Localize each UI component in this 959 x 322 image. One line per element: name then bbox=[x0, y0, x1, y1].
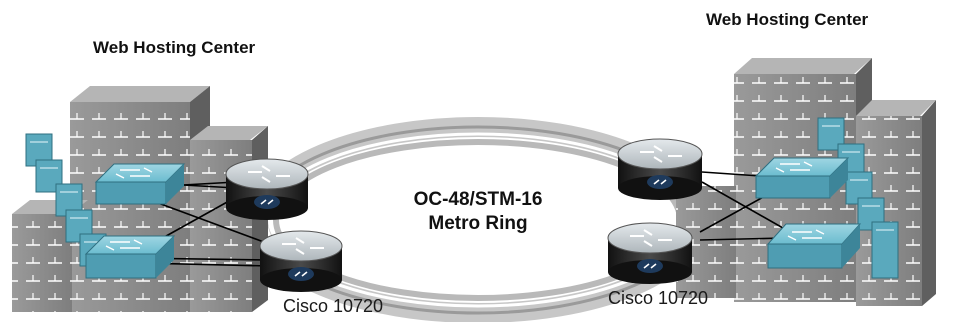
ring-label-line1: OC-48/STM-16 bbox=[413, 189, 543, 210]
left-site bbox=[12, 86, 343, 312]
building-icon bbox=[12, 200, 88, 312]
left-router-label: Cisco 10720 bbox=[283, 296, 384, 316]
right-site bbox=[607, 58, 936, 306]
right-router-label: Cisco 10720 bbox=[608, 288, 709, 308]
router-icon bbox=[607, 222, 693, 284]
right-site-title: Web Hosting Center bbox=[706, 10, 869, 29]
switch-icon bbox=[754, 157, 850, 199]
router-icon bbox=[225, 158, 309, 220]
router-icon bbox=[617, 138, 703, 200]
switch-icon bbox=[766, 223, 862, 269]
switch-icon bbox=[94, 163, 186, 205]
ring-label: OC-48/STM-16 Metro Ring bbox=[412, 188, 544, 236]
server-icon bbox=[871, 221, 899, 279]
ring-label-line2: Metro Ring bbox=[428, 213, 528, 234]
router-icon bbox=[259, 230, 343, 292]
switch-icon bbox=[84, 235, 176, 279]
left-site-title: Web Hosting Center bbox=[93, 38, 256, 57]
